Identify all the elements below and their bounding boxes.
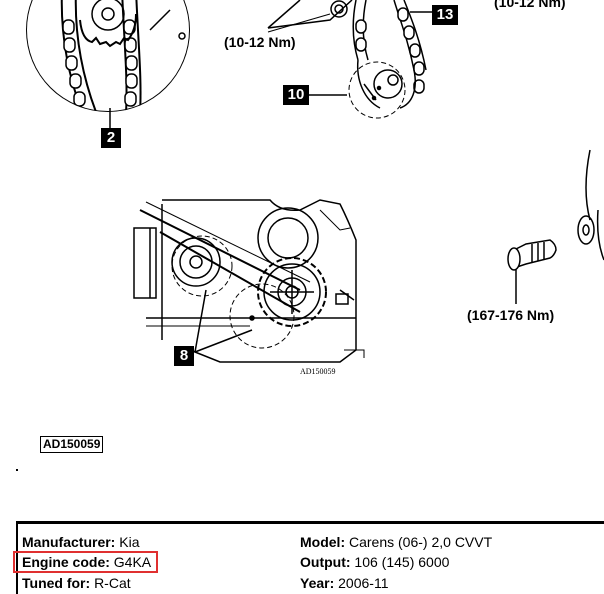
callout-13: 13: [432, 5, 458, 25]
stray-dot: [16, 469, 18, 471]
sprocket: [79, 0, 186, 48]
engine-code-value: G4KA: [113, 554, 152, 570]
model-label: Model:: [300, 534, 346, 550]
output-row: Output: 106 (145) 6000: [300, 554, 449, 570]
crank-sprocket: [257, 257, 327, 327]
engine-code-row: Engine code: G4KA: [22, 554, 151, 570]
engine-code-label: Engine code:: [22, 554, 110, 570]
model-row: Model: Carens (06-) 2,0 CVVT: [300, 534, 492, 550]
callout-8: 8: [174, 346, 194, 366]
engine-code-highlight-box: [13, 551, 158, 573]
footer-top-rule: [16, 521, 604, 524]
output-value: 106 (145) 6000: [354, 554, 450, 570]
chain-left-strand: [60, 0, 97, 112]
manufacturer-label: Manufacturer:: [22, 534, 116, 550]
tuned-for-value: R-Cat: [94, 575, 131, 591]
tuned-for-row: Tuned for: R-Cat: [22, 575, 131, 591]
figure-inner-ref: AD150059: [300, 367, 336, 376]
output-label: Output:: [300, 554, 351, 570]
manufacturer-row: Manufacturer: Kia: [22, 534, 139, 550]
engine-front-view: [133, 199, 365, 363]
magnified-sprocket-detail: [26, 0, 190, 112]
torque-label-top-right: (10-12 Nm): [494, 0, 566, 10]
year-row: Year: 2006-11: [300, 575, 388, 591]
chain-right-strand: [121, 0, 142, 112]
crank-bolt-and-washer: [507, 149, 604, 304]
callout-2: 2: [101, 128, 121, 148]
year-label: Year:: [300, 575, 335, 591]
footer-left-rule: [16, 521, 18, 594]
manufacturer-value: Kia: [119, 534, 140, 550]
figure-ref-box: AD150059: [40, 436, 104, 453]
top-right-assembly: [267, 0, 433, 119]
torque-label-bolt: (167-176 Nm): [467, 307, 555, 323]
model-value: Carens (06-) 2,0 CVVT: [349, 534, 493, 550]
callout-10: 10: [283, 85, 309, 105]
torque-label-top-middle: (10-12 Nm): [224, 34, 296, 50]
year-value: 2006-11: [338, 575, 389, 591]
tuned-for-label: Tuned for:: [22, 575, 91, 591]
